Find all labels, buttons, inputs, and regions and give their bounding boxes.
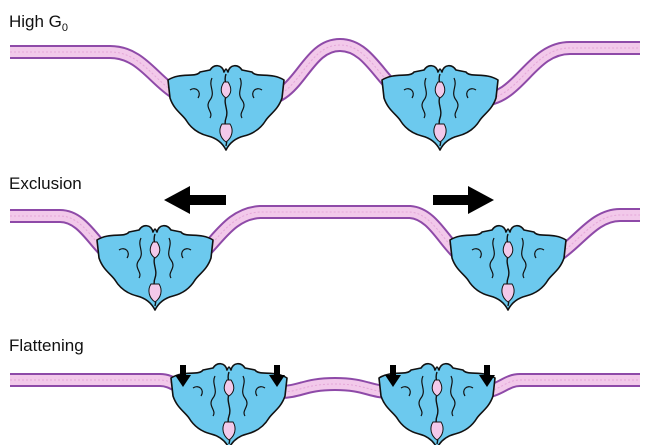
arrow-right-icon <box>433 186 494 214</box>
protein-complex-icon <box>382 66 498 150</box>
arrow-left-icon <box>164 186 226 214</box>
membrane-bilayer <box>10 45 640 100</box>
protein-complex-icon <box>450 226 566 310</box>
panel-flattening <box>10 364 640 445</box>
panel-high-g0 <box>10 45 640 150</box>
panel-exclusion <box>10 186 640 310</box>
protein-complex-icon <box>97 226 213 310</box>
protein-complex-icon <box>168 66 284 150</box>
